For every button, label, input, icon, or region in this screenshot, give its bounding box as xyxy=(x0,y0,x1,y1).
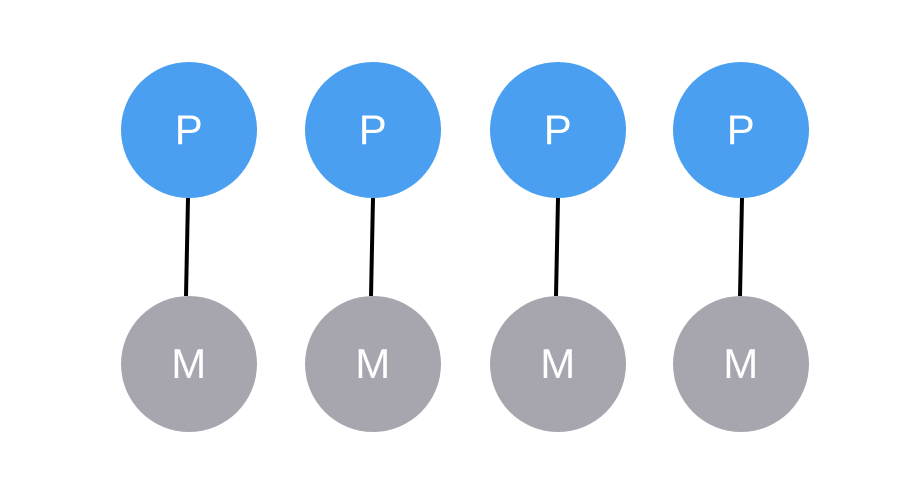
node-label: M xyxy=(171,340,207,387)
node-child-2[interactable]: M xyxy=(305,296,441,432)
node-label: P xyxy=(358,106,388,153)
node-label: P xyxy=(726,106,756,153)
node-label: M xyxy=(540,340,576,387)
edge-p4-m4 xyxy=(738,197,744,297)
node-label: P xyxy=(174,106,204,153)
node-parent-2[interactable]: P xyxy=(305,62,441,198)
node-label: P xyxy=(543,106,573,153)
node-parent-1[interactable]: P xyxy=(121,62,257,198)
edge-p3-m3 xyxy=(554,197,560,297)
node-parent-4[interactable]: P xyxy=(673,62,809,198)
node-label: M xyxy=(355,340,391,387)
node-parent-3[interactable]: P xyxy=(490,62,626,198)
node-child-4[interactable]: M xyxy=(673,296,809,432)
edge-p2-m2 xyxy=(369,197,375,297)
node-label: M xyxy=(723,340,759,387)
edge-p1-m1 xyxy=(184,197,190,297)
node-child-1[interactable]: M xyxy=(121,296,257,432)
node-child-3[interactable]: M xyxy=(490,296,626,432)
